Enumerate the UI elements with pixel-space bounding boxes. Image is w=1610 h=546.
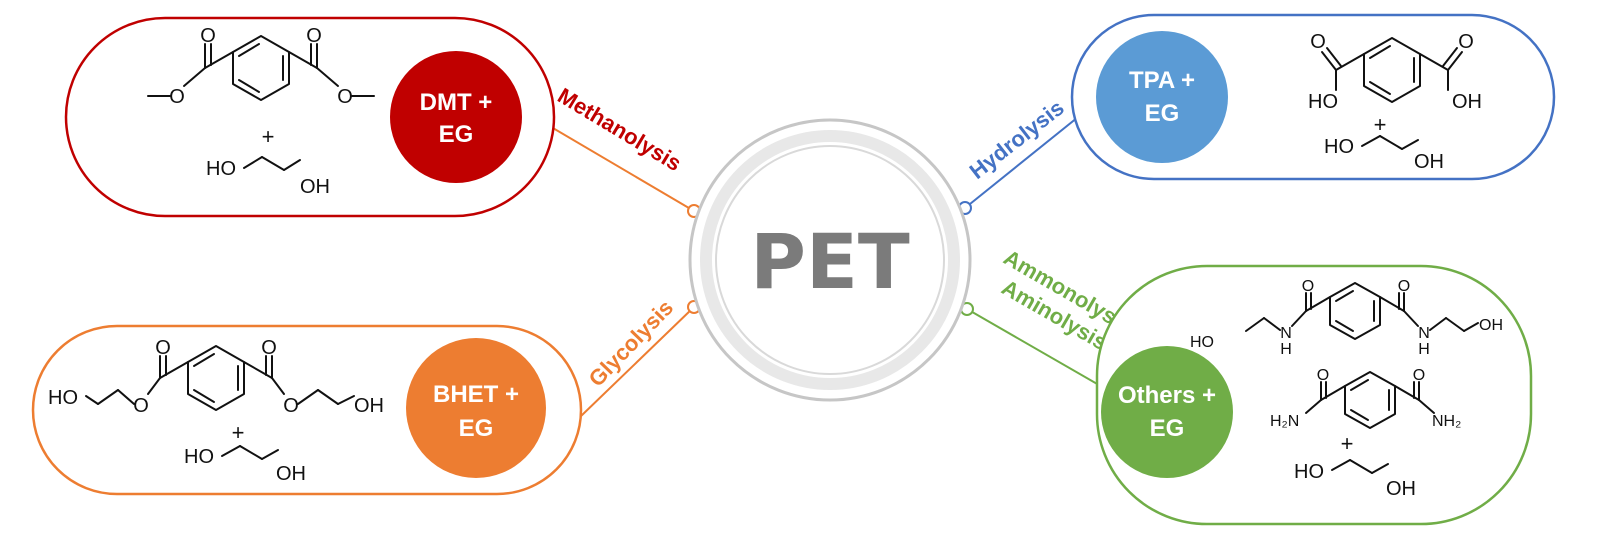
pet-center-node: PET (688, 118, 972, 402)
hydrolysis-label: Hydrolysis (965, 95, 1069, 184)
amide-oh-label: OH (1479, 317, 1503, 334)
dmt-o-label: O (306, 25, 322, 47)
dmt-o-label: O (169, 86, 185, 108)
plus-sign: + (1374, 112, 1387, 137)
ethylene-glycol-structure: HO OH (1294, 459, 1416, 500)
bhet-eg-line1: BHET + (433, 381, 519, 408)
bhet-o-label: O (261, 337, 277, 359)
glycolysis-panel: O O HO O O OH + HO OH BHET + EG (31, 324, 583, 496)
amide-ho-label: HO (1190, 334, 1214, 351)
bhet-o-label: O (283, 395, 299, 417)
amide-o-label: O (1302, 278, 1314, 295)
bhet-o-label: O (155, 337, 171, 359)
dmt-eg-line2: EG (439, 121, 474, 148)
tpa-oh-label: OH (1452, 91, 1482, 113)
tpa-eg-line2: EG (1145, 100, 1180, 127)
bhet-structure: O O HO O O OH (48, 337, 384, 417)
bhet-eg-badge (406, 338, 546, 478)
bhet-eg-line2: EG (459, 415, 494, 442)
hydrolysis-panel: TPA + EG O HO O OH + HO OH (1070, 13, 1556, 181)
dmt-structure: O O O O (147, 25, 375, 108)
tpa-ho-label: HO (1308, 91, 1338, 113)
aminolysis-panel: Others + EG O HO N H O N (1095, 264, 1533, 526)
bhet-o-label: O (133, 395, 149, 417)
ethylene-glycol-structure: HO OH (206, 156, 330, 198)
ho-label: HO (184, 446, 214, 468)
ho-label: HO (1294, 461, 1324, 483)
pet-label: PET (750, 217, 910, 306)
bhet-oh-label: OH (354, 395, 384, 417)
oh-label: OH (300, 176, 330, 198)
amide-h-label: H (1418, 341, 1430, 358)
oh-label: OH (276, 463, 306, 485)
dmt-o-label: O (200, 25, 216, 47)
h2n-label: H₂N (1270, 413, 1299, 430)
tpa-eg-badge (1096, 31, 1228, 163)
oh-label: OH (1386, 478, 1416, 500)
others-eg-line2: EG (1150, 415, 1185, 442)
ho-label: HO (1324, 136, 1354, 158)
glycolysis-label: Glycolysis (584, 295, 678, 392)
methanolysis-panel: O O O O + HO OH DMT + EG (64, 16, 556, 218)
methanolysis-label: Methanolysis (553, 83, 685, 176)
oh-label: OH (1414, 151, 1444, 173)
plus-sign: + (262, 124, 275, 149)
glycolysis-connector (579, 306, 695, 418)
amide-h-label: H (1280, 341, 1292, 358)
ethylene-glycol-structure: HO OH (184, 445, 306, 485)
tpa-structure: O HO O OH (1308, 31, 1482, 113)
terephthalamide-o-label: O (1413, 367, 1425, 384)
amide-n-label: N (1418, 325, 1430, 342)
tpa-eg-line1: TPA + (1129, 67, 1195, 94)
plus-sign: + (232, 420, 245, 445)
plus-sign: + (1341, 431, 1354, 456)
others-eg-line1: Others + (1118, 382, 1216, 409)
terephthalamide-o-label: O (1317, 367, 1329, 384)
terephthalamide-structure: O H₂N O NH₂ (1270, 367, 1461, 430)
dmt-eg-line1: DMT + (420, 89, 493, 116)
bhet-ho-label: HO (48, 387, 78, 409)
others-eg-badge (1101, 346, 1233, 478)
ho-label: HO (206, 158, 236, 180)
methanolysis-connector (540, 120, 695, 212)
nh2-label: NH₂ (1432, 413, 1461, 430)
dmt-eg-badge (390, 51, 522, 183)
tpa-o-label: O (1458, 31, 1474, 53)
bhete-amide-structure: O HO N H O N H OH (1190, 278, 1503, 358)
ethylene-glycol-structure: HO OH (1324, 135, 1444, 173)
tpa-o-label: O (1310, 31, 1326, 53)
amide-o-label: O (1398, 278, 1410, 295)
dmt-o-label: O (337, 86, 353, 108)
amide-n-label: N (1280, 325, 1292, 342)
